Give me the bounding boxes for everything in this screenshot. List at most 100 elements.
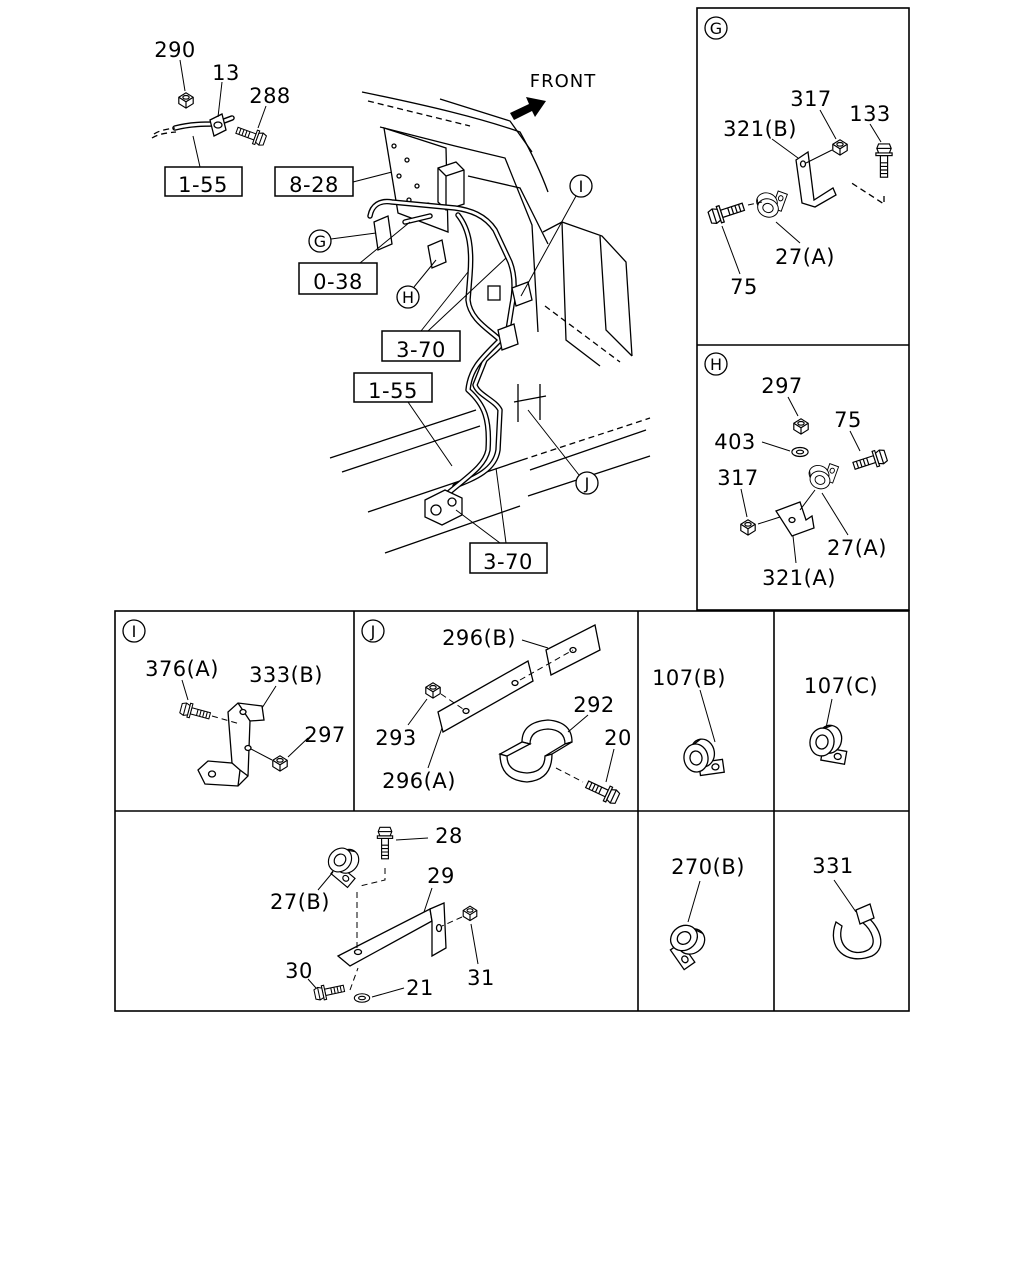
bracket-321a	[775, 501, 815, 537]
view-marker-h-letter: H	[402, 288, 414, 307]
clip-292	[498, 719, 573, 783]
fittings	[373, 215, 533, 526]
clip-13	[209, 113, 227, 137]
label-27a: 27(A)	[775, 245, 835, 269]
label-293: 293	[375, 726, 417, 750]
detail-j: J 296(B) 292 293 20 296(A)	[361, 619, 632, 807]
nut-290	[178, 92, 194, 109]
label-296a: 296(A)	[382, 769, 456, 793]
detail-j-letter: J	[370, 622, 376, 641]
label-107b: 107(B)	[652, 666, 726, 690]
nut-297	[793, 418, 809, 435]
label-297: 297	[304, 723, 346, 747]
view-marker-i-letter: I	[579, 177, 584, 196]
cable-tie-331	[832, 915, 882, 960]
view-marker-h: H	[396, 285, 420, 309]
clip-27b	[320, 840, 369, 889]
bolt-20	[583, 776, 622, 807]
label-317: 317	[790, 87, 832, 111]
plate-296a	[437, 660, 534, 733]
bolt-75	[850, 447, 889, 475]
detail-i-letter: I	[132, 622, 137, 641]
detail-clip-107c: 107(C)	[804, 674, 878, 765]
nut-293	[425, 682, 441, 699]
label-376a: 376(A)	[145, 657, 219, 681]
bolt-376a	[178, 700, 213, 724]
label-13: 13	[212, 61, 240, 85]
label-28: 28	[435, 824, 463, 848]
label-29: 29	[427, 864, 455, 888]
nut-317	[740, 519, 756, 536]
bracket-333b	[197, 702, 265, 787]
vehicle-body-outline	[361, 91, 633, 367]
detail-h: H 297 75 403 317 27(A) 321(A)	[704, 352, 889, 590]
label-321a: 321(A)	[762, 566, 836, 590]
bracket-321b	[795, 150, 837, 208]
ref-8-28: 8-28	[289, 173, 339, 197]
label-27b: 27(B)	[270, 890, 330, 914]
label-331: 331	[812, 854, 854, 878]
label-296b: 296(B)	[442, 626, 516, 650]
label-27a: 27(A)	[827, 536, 887, 560]
detail-clip-270b: 270(B)	[661, 855, 745, 971]
ref-box-1-55-top: 1-55	[164, 166, 243, 197]
detail-frame-gh	[696, 7, 910, 611]
label-270b: 270(B)	[671, 855, 745, 879]
front-arrow-icon	[510, 97, 546, 120]
label-107c: 107(C)	[804, 674, 878, 698]
view-marker-g-letter: G	[314, 232, 326, 251]
label-290: 290	[154, 38, 196, 62]
view-marker-j-letter: J	[584, 474, 590, 493]
ref-0-38: 0-38	[313, 270, 363, 294]
clip-27a	[751, 184, 788, 222]
ref-1-55-mid: 1-55	[368, 379, 418, 403]
bracket-29	[336, 902, 447, 967]
bolt-28	[376, 826, 394, 860]
label-297: 297	[761, 374, 803, 398]
washer-21	[353, 993, 371, 1003]
nut-31	[462, 905, 478, 922]
detail-tie-331: 331	[812, 854, 882, 960]
detail-g-letter: G	[710, 19, 722, 38]
view-marker-g: G	[308, 229, 332, 253]
label-288: 288	[249, 84, 291, 108]
bolt-30	[312, 980, 346, 1003]
ref-3-70-top: 3-70	[396, 338, 446, 362]
label-30: 30	[285, 959, 313, 983]
bolt-133	[875, 143, 893, 178]
washer-403	[791, 446, 809, 458]
label-20: 20	[604, 726, 632, 750]
detail-i: I 376(A) 333(B) 297	[122, 619, 346, 787]
detail-h-letter: H	[710, 355, 722, 374]
brake-pipes	[367, 198, 517, 503]
label-292: 292	[573, 693, 615, 717]
view-marker-i: I	[569, 174, 593, 198]
ref-3-70-bottom: 3-70	[483, 550, 533, 574]
label-75: 75	[730, 275, 758, 299]
ref-box-0-38: 0-38	[298, 262, 378, 295]
nut-317	[832, 139, 848, 156]
front-label: FRONT	[530, 71, 597, 92]
ref-box-3-70-top: 3-70	[381, 330, 461, 362]
bolt-75	[706, 198, 747, 227]
detail-g: G 317 133 321(B) 27(A) 75	[704, 16, 893, 299]
label-333b: 333(B)	[249, 663, 323, 687]
bolt-288	[233, 123, 268, 148]
bottom-grid	[114, 610, 910, 1012]
label-133: 133	[849, 102, 891, 126]
label-75: 75	[834, 408, 862, 432]
ref-box-3-70-bottom: 3-70	[469, 542, 548, 574]
label-321b: 321(B)	[723, 117, 797, 141]
detail-bracket-assembly: 28 27(B) 29 30 21 31	[270, 824, 495, 1003]
label-31: 31	[467, 966, 495, 990]
clip-27a	[804, 457, 840, 494]
view-marker-j: J	[575, 471, 599, 495]
nut-297	[272, 755, 288, 772]
ref-box-8-28: 8-28	[274, 166, 354, 197]
label-403: 403	[714, 430, 756, 454]
label-21: 21	[406, 976, 434, 1000]
clip-107c	[806, 721, 852, 765]
main-view: 290 13 288 1-55 8-28 FRONT	[151, 38, 651, 574]
ref-box-1-55-mid: 1-55	[353, 372, 433, 403]
